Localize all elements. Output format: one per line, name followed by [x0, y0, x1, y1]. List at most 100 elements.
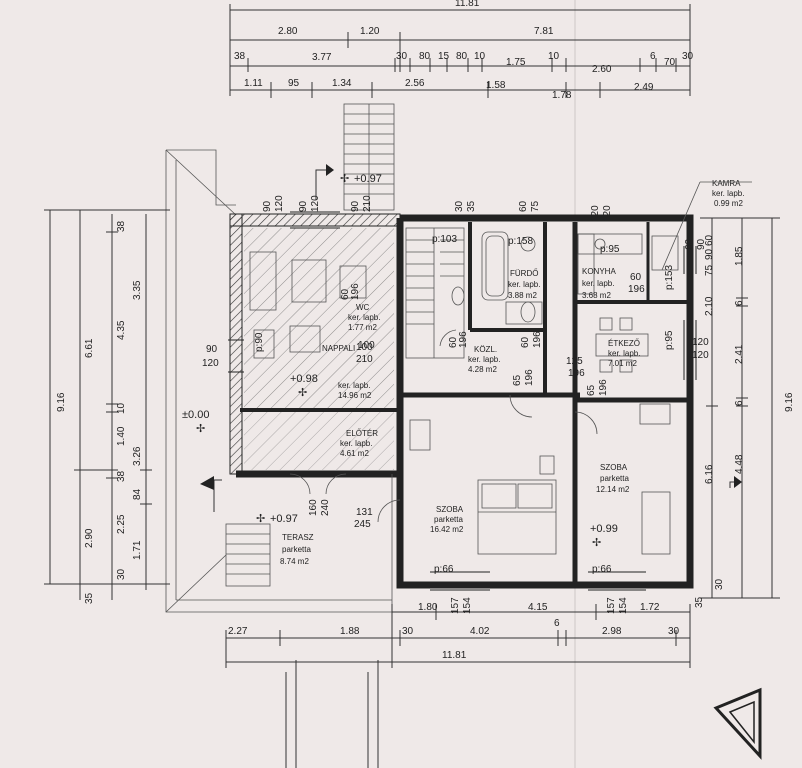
- svg-text:p:66: p:66: [592, 564, 612, 575]
- room-label-kamra: KAMRA ker. lapb. 0.99 m2: [661, 179, 752, 271]
- dim-right: 4.48: [734, 454, 745, 474]
- dim-bottom: 30: [402, 626, 414, 637]
- svg-text:FÜRDŐ: FÜRDŐ: [510, 269, 538, 278]
- dim-top: 2.60: [592, 64, 612, 75]
- svg-text:75: 75: [530, 200, 541, 212]
- svg-text:NAPPALI: NAPPALI: [322, 344, 355, 353]
- svg-text:35: 35: [466, 200, 477, 212]
- dim-bottom: 1.88: [340, 626, 360, 637]
- room-label-szoba-1: SZOBA parketta 16.42 m2: [430, 505, 464, 534]
- dim-top: 95: [288, 78, 300, 89]
- svg-text:TERASZ: TERASZ: [282, 533, 314, 542]
- svg-text:✢: ✢: [196, 423, 205, 435]
- svg-text:SZOBA: SZOBA: [436, 505, 464, 514]
- room-label-szoba-2: SZOBA parketta 12.14 m2: [596, 463, 630, 494]
- svg-text:ker. lapb.: ker. lapb.: [340, 439, 372, 448]
- svg-text:p:103: p:103: [432, 234, 457, 245]
- svg-text:ker. lapb.: ker. lapb.: [508, 280, 540, 289]
- dim-left: 38: [116, 220, 127, 232]
- svg-text:90: 90: [350, 200, 361, 212]
- svg-text:ker. lapb.: ker. lapb.: [582, 279, 614, 288]
- svg-text:240: 240: [320, 499, 331, 516]
- level-marker: +0.98 ✢: [290, 373, 318, 399]
- bottom-dimension-chain: [225, 604, 691, 768]
- svg-text:parketta: parketta: [282, 545, 311, 554]
- svg-text:131: 131: [356, 507, 373, 518]
- room-label-eloter: ELŐTÉR ker. lapb. 4.61 m2: [340, 429, 378, 458]
- svg-text:ker. lapb.: ker. lapb.: [338, 381, 370, 390]
- dim-top: 7.81: [534, 26, 554, 37]
- dim-left: 9.16: [56, 392, 67, 412]
- room-label-terasz: TERASZ parketta 8.74 m2: [280, 533, 314, 566]
- svg-text:65: 65: [586, 384, 597, 396]
- dim-left: 84: [132, 488, 143, 500]
- svg-text:ELŐTÉR: ELŐTÉR: [346, 429, 378, 438]
- svg-text:120: 120: [590, 205, 601, 222]
- dim-top: 10: [474, 51, 486, 62]
- svg-text:SZOBA: SZOBA: [600, 463, 628, 472]
- svg-text:ÉTKEZŐ: ÉTKEZŐ: [608, 339, 640, 348]
- dim-right: 2.41: [734, 344, 745, 364]
- north-arrow-icon: [713, 687, 762, 760]
- svg-text:196: 196: [628, 284, 645, 295]
- svg-text:KAMRA: KAMRA: [712, 179, 741, 188]
- svg-text:90: 90: [696, 238, 707, 250]
- dim-right: 90: [704, 248, 715, 260]
- dim-right: 2.10: [704, 296, 715, 316]
- dim-bottom: 30: [668, 626, 680, 637]
- dim-top: 1.34: [332, 78, 352, 89]
- dim-bottom: 1.72: [640, 602, 660, 613]
- dim-top: 15: [438, 51, 450, 62]
- svg-text:parketta: parketta: [600, 474, 629, 483]
- level-marker: +0.97 ✢: [340, 173, 382, 185]
- dim-left: 35: [84, 592, 95, 604]
- dim-left: 4.35: [116, 320, 127, 340]
- dim-left: 1.40: [116, 426, 127, 446]
- svg-text:160: 160: [308, 499, 319, 516]
- living-furniture: [249, 251, 367, 359]
- svg-text:KÖZL.: KÖZL.: [474, 345, 497, 354]
- svg-text:p:90: p:90: [254, 332, 265, 352]
- dim-right: 30: [714, 578, 725, 590]
- svg-text:100: 100: [358, 340, 375, 351]
- dim-left: 38: [116, 470, 127, 482]
- room-label-furdo: FÜRDŐ ker. lapb. 3.88 m2: [508, 269, 540, 300]
- svg-text:120: 120: [602, 205, 613, 222]
- eloter-tile-hatch: [244, 410, 394, 470]
- svg-text:+0.97: +0.97: [354, 173, 382, 185]
- dim-top: 1.20: [360, 26, 380, 37]
- svg-text:196: 196: [532, 331, 543, 348]
- dim-left: 3.26: [132, 446, 143, 466]
- dim-top: 2.80: [278, 26, 298, 37]
- north-stairs: [343, 103, 395, 211]
- svg-text:ker. lapb.: ker. lapb.: [348, 313, 380, 322]
- svg-text:ker. lapb.: ker. lapb.: [608, 349, 640, 358]
- svg-text:196: 196: [458, 331, 469, 348]
- svg-text:✢: ✢: [256, 513, 265, 525]
- dim-top: 10: [548, 51, 560, 62]
- dining-furniture: [595, 317, 649, 373]
- section-arrow: [200, 164, 742, 512]
- svg-text:8.74 m2: 8.74 m2: [280, 557, 309, 566]
- svg-text:p:153: p:153: [664, 265, 675, 290]
- dim-top: 2.56: [405, 78, 425, 89]
- dim-bottom: 157: [450, 597, 461, 614]
- svg-text:125: 125: [566, 356, 583, 367]
- svg-text:210: 210: [356, 354, 373, 365]
- svg-text:±0.00: ±0.00: [182, 409, 209, 421]
- svg-text:✢: ✢: [298, 387, 307, 399]
- dim-left: 2.25: [116, 514, 127, 534]
- svg-text:p:158: p:158: [508, 236, 533, 247]
- dim-left: 30: [116, 568, 127, 580]
- svg-text:16.42 m2: 16.42 m2: [430, 525, 464, 534]
- svg-text:60: 60: [448, 336, 459, 348]
- nappali-tile-hatch: [244, 228, 394, 408]
- dim-left: 6.61: [84, 338, 95, 358]
- dim-left: 3.35: [132, 280, 143, 300]
- windows: [228, 211, 697, 591]
- dim-right: 6: [734, 400, 745, 406]
- door-swings: [289, 329, 598, 523]
- dim-top: 80: [419, 51, 431, 62]
- svg-text:4.61 m2: 4.61 m2: [340, 449, 369, 458]
